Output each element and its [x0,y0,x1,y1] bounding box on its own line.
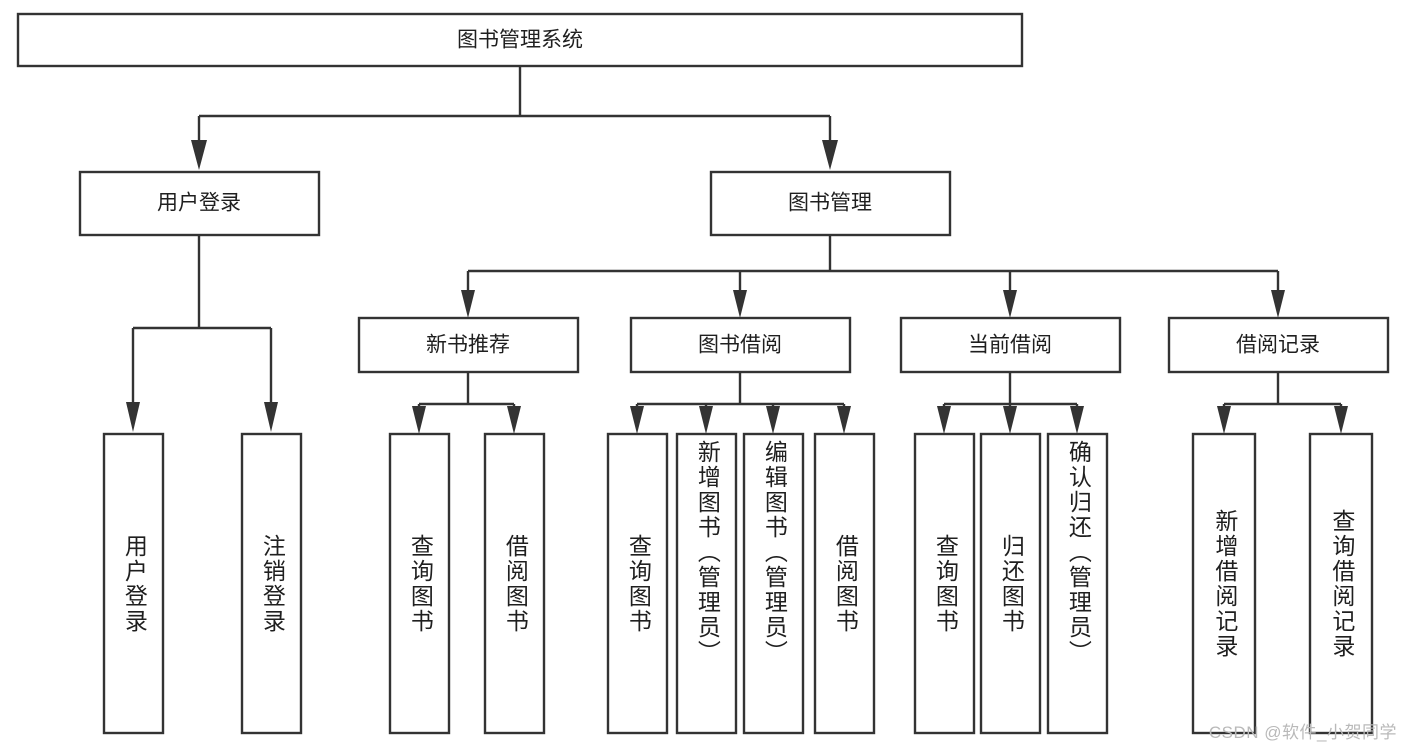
node-user-login-box[interactable] [78,170,321,237]
node-borrow-records-label: 借阅记录 [1236,334,1320,357]
leaf-box-user-login[interactable] [102,432,165,735]
arrow-current-leaf-2 [1003,406,1017,434]
arrow-borrow-leaf-2 [699,406,713,434]
leaf-box-layer [102,432,1374,735]
node-new-book-recommend-box[interactable] [357,316,580,374]
node-new-book-recommend-label: 新书推荐 [426,334,510,357]
arrow-book-mgmt-to-new-books [461,290,475,318]
node-current-borrow-box[interactable] [899,316,1122,374]
leaf-box-add-book-admin[interactable] [675,432,738,735]
leaf-box-borrow-books-1[interactable] [483,432,546,735]
node-new-book-recommend[interactable]: 新书推荐 [357,316,580,374]
leaf-box-query-books-2[interactable] [606,432,669,735]
leaf-box-edit-book-admin[interactable] [742,432,805,735]
leaf-box-borrow-books-2[interactable] [813,432,876,735]
arrow-new-books-leaf-1 [412,406,426,434]
arrow-borrow-leaf-4 [837,406,851,434]
node-user-login[interactable]: 用户登录 [78,170,321,237]
arrow-user-login-leaf-1 [126,402,140,432]
watermark: CSDN @软件_小贺同学 [1208,723,1397,742]
node-book-borrow-label: 图书借阅 [698,334,782,357]
node-book-borrow-box[interactable] [629,316,852,374]
arrow-book-mgmt-to-records [1271,290,1285,318]
node-book-management-box[interactable] [709,170,952,237]
leaf-box-logout[interactable] [240,432,303,735]
arrow-current-leaf-3 [1070,406,1084,434]
arrow-user-login-leaf-2 [264,402,278,432]
node-user-login-label: 用户登录 [157,192,241,215]
node-book-management-label: 图书管理 [788,192,872,215]
arrow-root-to-user-login [191,140,207,170]
node-current-borrow[interactable]: 当前借阅 [899,316,1122,374]
node-current-borrow-label: 当前借阅 [968,334,1052,357]
arrow-borrow-leaf-1 [630,406,644,434]
node-root[interactable]: 图书管理系统 [16,12,1024,68]
node-root-box[interactable] [16,12,1024,68]
leaf-box-query-books-3[interactable] [913,432,976,735]
node-book-borrow[interactable]: 图书借阅 [629,316,852,374]
leaf-box-query-record[interactable] [1308,432,1374,735]
arrow-book-mgmt-to-borrow [733,290,747,318]
arrow-records-leaf-1 [1217,406,1231,434]
leaf-box-query-books-1[interactable] [388,432,451,735]
node-borrow-records[interactable]: 借阅记录 [1167,316,1390,374]
node-borrow-records-box[interactable] [1167,316,1390,374]
node-book-management[interactable]: 图书管理 [709,170,952,237]
arrow-book-mgmt-to-current [1003,290,1017,318]
arrow-records-leaf-2 [1334,406,1348,434]
arrow-borrow-leaf-3 [766,406,780,434]
leaf-box-confirm-return[interactable] [1046,432,1109,735]
leaf-box-add-record[interactable] [1191,432,1257,735]
leaf-box-return-books[interactable] [979,432,1042,735]
arrow-current-leaf-1 [937,406,951,434]
node-root-label: 图书管理系统 [457,29,583,52]
arrow-root-to-book-mgmt [822,140,838,170]
connector-layer [126,66,1348,434]
arrow-new-books-leaf-2 [507,406,521,434]
